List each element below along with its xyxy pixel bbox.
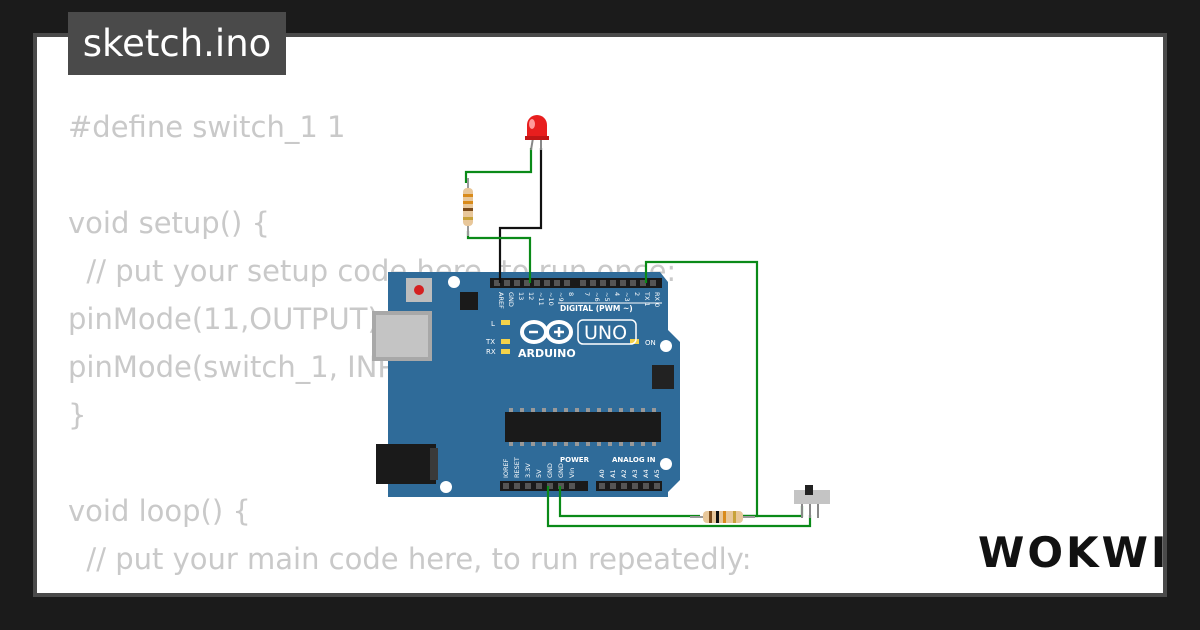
power-pin[interactable] xyxy=(525,483,531,489)
power-pin-label: 5V xyxy=(535,469,543,478)
digital-pin-label: ~3 xyxy=(623,292,631,302)
rx-led xyxy=(501,349,510,354)
digital-pin[interactable] xyxy=(640,280,646,286)
digital-pin[interactable] xyxy=(534,280,540,286)
reset-button[interactable] xyxy=(406,278,432,302)
icsp-header xyxy=(652,365,674,389)
digital-pin[interactable] xyxy=(610,280,616,286)
analog-pin-label: A1 xyxy=(609,469,617,478)
wire-resistor-gnd[interactable] xyxy=(558,486,700,518)
code-line: if (digitalRead(switch_1) == 1) { xyxy=(68,583,752,593)
code-line: void setup() { xyxy=(68,206,270,240)
power-pin-label: Vin xyxy=(568,468,576,478)
analog-pin[interactable] xyxy=(621,483,627,489)
resistor-icon[interactable] xyxy=(463,178,473,236)
digital-pin[interactable] xyxy=(514,280,520,286)
slide-switch-icon[interactable] xyxy=(794,485,830,518)
tx-led xyxy=(501,339,510,344)
file-tab[interactable]: sketch.ino xyxy=(68,12,286,75)
wokwi-logo: WOKWI xyxy=(978,528,1170,577)
pull-resistor-icon[interactable] xyxy=(690,511,755,523)
analog-pin[interactable] xyxy=(610,483,616,489)
led-icon[interactable] xyxy=(525,115,549,151)
digital-pin[interactable] xyxy=(580,280,586,286)
digital-pin-label: 7 xyxy=(583,292,591,296)
analog-pin[interactable] xyxy=(632,483,638,489)
digital-pin-label: AREF xyxy=(497,292,505,309)
usb-port-icon xyxy=(372,311,432,361)
digital-pin-label: ~9 xyxy=(557,292,565,302)
l-led-label: L xyxy=(491,320,495,328)
analog-pin[interactable] xyxy=(599,483,605,489)
digital-pin[interactable] xyxy=(494,280,500,286)
code-line: void loop() { xyxy=(68,494,251,528)
l-led xyxy=(501,320,510,325)
tx-led-label: TX xyxy=(485,338,495,346)
digital-header xyxy=(490,278,662,288)
digital-pin-label: 8 xyxy=(567,292,575,296)
analog-header-label: ANALOG IN xyxy=(612,456,656,464)
digital-pin-label: 13 xyxy=(517,292,525,300)
power-pin-label: GND xyxy=(546,463,554,478)
digital-pin[interactable] xyxy=(650,280,656,286)
on-led-label: ON xyxy=(645,339,656,347)
board-model-label: UNO xyxy=(584,322,627,344)
digital-pin-label: 2 xyxy=(633,292,641,296)
power-pin-label: GND xyxy=(557,463,565,478)
code-line: // put your main code here, to run repea… xyxy=(68,542,752,576)
power-pin[interactable] xyxy=(503,483,509,489)
analog-pin-label: A5 xyxy=(653,469,661,478)
power-jack-icon xyxy=(376,444,438,484)
digital-pin-label: ~10 xyxy=(547,292,555,306)
analog-pin-label: A3 xyxy=(631,469,639,478)
uno-badge xyxy=(577,319,637,345)
digital-pin[interactable] xyxy=(590,280,596,286)
code-line: } xyxy=(68,398,87,432)
power-pin[interactable] xyxy=(569,483,575,489)
digital-pin-label: 4 xyxy=(613,292,621,296)
digital-pin-label: TX 1 xyxy=(643,291,651,307)
analog-pin[interactable] xyxy=(643,483,649,489)
digital-pin-label: ~6 xyxy=(593,292,601,302)
digital-pin[interactable] xyxy=(630,280,636,286)
power-pin[interactable] xyxy=(536,483,542,489)
digital-header-label: DIGITAL (PWM ~) xyxy=(560,304,633,313)
digital-pin[interactable] xyxy=(504,280,510,286)
analog-pin[interactable] xyxy=(654,483,660,489)
digital-pin[interactable] xyxy=(524,280,530,286)
power-pin[interactable] xyxy=(514,483,520,489)
power-pin-label: RESET xyxy=(513,457,521,478)
digital-pin[interactable] xyxy=(554,280,560,286)
analog-pin-label: A2 xyxy=(620,469,628,478)
wire-led-gnd[interactable] xyxy=(498,148,543,283)
power-header-label: POWER xyxy=(560,456,590,464)
power-header xyxy=(500,481,588,491)
digital-pin-label: ~11 xyxy=(537,292,545,306)
board-brand-label: ARDUINO xyxy=(518,347,576,360)
atmega-chip xyxy=(505,408,661,446)
power-pin-label: 3.3V xyxy=(524,463,532,478)
power-pin[interactable] xyxy=(547,483,553,489)
digital-pin[interactable] xyxy=(620,280,626,286)
wire-switch-pin[interactable] xyxy=(742,506,804,518)
arduino-logo-icon xyxy=(520,320,573,344)
analog-pin-label: A0 xyxy=(598,469,606,478)
digital-pin[interactable] xyxy=(564,280,570,286)
digital-pin-label: GND xyxy=(507,292,515,307)
analog-header xyxy=(596,481,662,491)
digital-pin-label: ~5 xyxy=(603,292,611,302)
digital-pin-label: RX 0 xyxy=(653,292,661,307)
code-line: #define switch_1 1 xyxy=(68,110,346,144)
wire-5v-switch[interactable] xyxy=(546,486,812,528)
wire-led-resistor[interactable] xyxy=(464,148,533,183)
analog-pin-label: A4 xyxy=(642,469,650,478)
digital-pin[interactable] xyxy=(600,280,606,286)
digital-pin-label: 12 xyxy=(527,292,535,300)
rx-led-label: RX xyxy=(486,348,496,356)
code-line: pinMode(11,OUTPUT); xyxy=(68,302,389,336)
digital-pin[interactable] xyxy=(544,280,550,286)
power-pin-label: IOREF xyxy=(502,458,510,478)
